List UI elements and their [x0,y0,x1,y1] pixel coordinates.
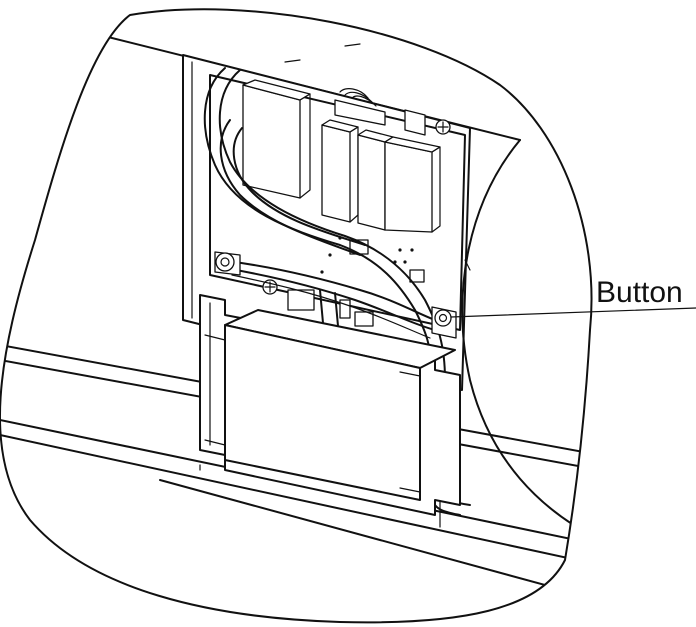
small-connector-top [404,109,426,136]
callout-leader-line [450,307,696,318]
housing-side-curve [461,139,592,541]
circuit-board [209,74,466,337]
wire-clip-left [214,251,241,276]
top-connector [334,88,386,126]
callout-label: Button [596,276,683,309]
relay-left [242,79,311,199]
detail-view-outline [0,8,593,624]
relay-3 [384,136,441,233]
reset-button [431,306,457,339]
screw-top-right [435,119,451,135]
relay-1 [321,119,359,223]
control-box [199,294,461,516]
screw-lower-left [262,279,278,295]
